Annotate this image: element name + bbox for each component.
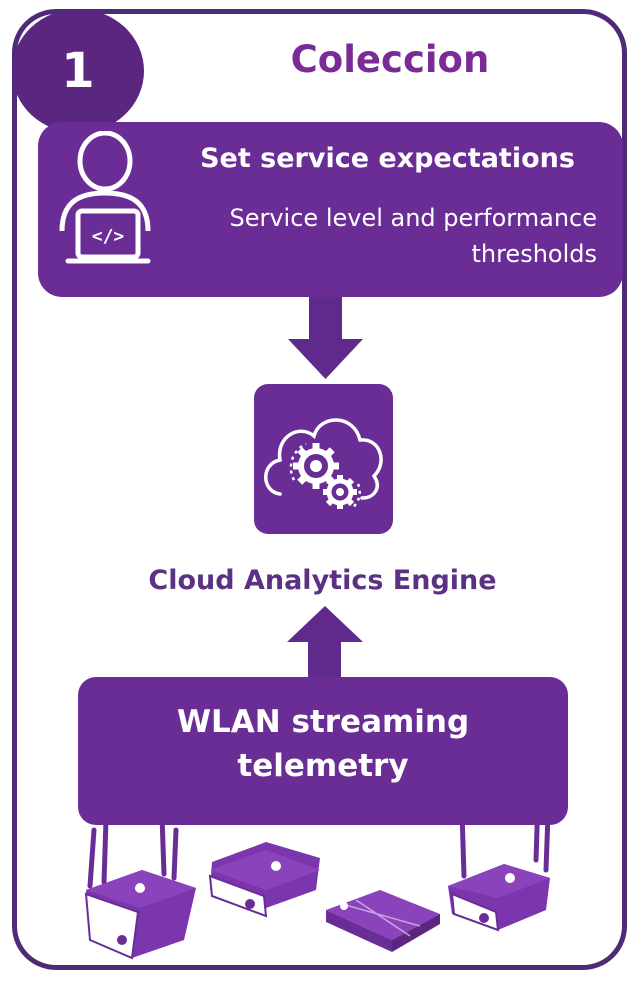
cloud-gears-icon: [264, 418, 383, 509]
developer-laptop-icon: </>: [59, 131, 151, 264]
access-points-illustration: [84, 795, 550, 960]
step-number: 1: [61, 43, 95, 99]
access-point-2: [208, 842, 320, 918]
expectations-subtitle: Service level and performance thresholds: [160, 200, 615, 272]
telemetry-label-line2: telemetry: [237, 748, 409, 784]
cloud-analytics-engine-label: Cloud Analytics Engine: [148, 565, 497, 596]
expectations-subtitle-line1: Service level and performance: [229, 204, 597, 232]
down-arrow: [288, 297, 363, 379]
section-title: Coleccion: [290, 38, 490, 81]
code-symbol: </>: [92, 226, 125, 247]
access-point-1: [84, 813, 196, 960]
telemetry-label: WLAN streaming telemetry: [78, 700, 568, 788]
step-number-badge: 1: [12, 9, 144, 133]
access-point-3: [326, 890, 440, 952]
expectations-title: Set service expectations: [200, 143, 575, 174]
access-point-4: [448, 795, 550, 932]
expectations-subtitle-line2: thresholds: [471, 240, 597, 268]
up-arrow: [287, 606, 363, 681]
telemetry-label-line1: WLAN streaming: [176, 704, 470, 740]
telemetry-box: [78, 677, 568, 825]
